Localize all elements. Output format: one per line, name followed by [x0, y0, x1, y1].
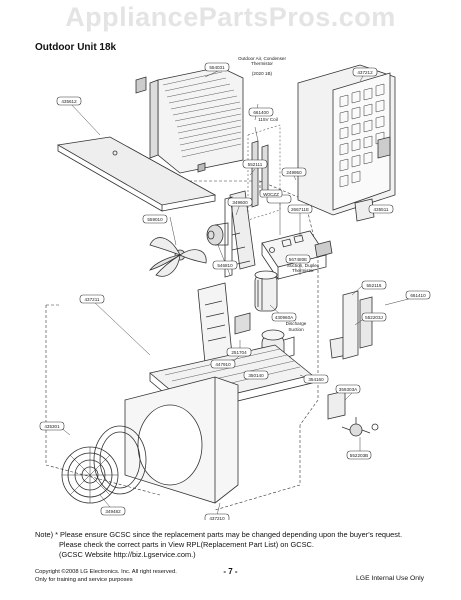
label-thermistor-1: Outdoor Air, Condenser [238, 56, 286, 61]
callout-546810: 546810 [217, 263, 233, 268]
service-valve [341, 417, 379, 437]
callout-430960a: 430960A [275, 315, 294, 320]
callout-552111: 552111 [248, 162, 263, 167]
label-thermistor-2: Thermistor [251, 61, 273, 66]
note-line-2: Please check the correct parts in View R… [59, 540, 314, 549]
label-coil: 115V Coil [258, 117, 278, 122]
footer-internal: LGE Internal Use Only [356, 575, 424, 582]
callout-359303a: 359303A [339, 387, 358, 392]
callout-437210: 437210 [209, 516, 225, 520]
callout-w0czz: W0CZZ [263, 192, 279, 197]
callout-554031: 554031 [209, 65, 225, 70]
label-suction-duplex: Suction, Duplex [287, 263, 320, 268]
orifice-ring [93, 425, 147, 495]
label-suction: Suction [288, 327, 304, 332]
footer-training: Only for training and service purposes [35, 577, 133, 583]
callout-251704: 251704 [231, 350, 247, 355]
top-cover [56, 136, 217, 212]
motor-bracket [224, 190, 256, 278]
callout-435511: 435511 [374, 207, 389, 212]
callout-435301: 435301 [44, 424, 60, 429]
fan-motor [206, 222, 229, 246]
callout-249950: 249950 [286, 170, 302, 175]
callout-552203b: 552203B [350, 453, 368, 458]
callout-661400: 661400 [253, 110, 269, 115]
callout-552116: 552116 [367, 283, 382, 288]
fan-blade [148, 237, 207, 277]
callout-567480e: 567480E [289, 257, 307, 262]
accumulator [254, 270, 278, 312]
fan-grille [61, 446, 119, 504]
partition-panel [197, 282, 251, 364]
callout-354160: 354160 [308, 377, 324, 382]
page-number: - 7 - [223, 567, 238, 576]
label-discharge: Discharge [286, 321, 307, 326]
callout-349600: 349600 [232, 200, 248, 205]
callout-435612: 435612 [61, 99, 77, 104]
footer-copyright: Copyright ©2008 LG Electronics. Inc. All… [35, 569, 177, 575]
note-line-1: Note) * Please ensure GCSC since the rep… [35, 530, 403, 539]
callout-661410: 661410 [410, 293, 426, 298]
callout-552203j: 552203J [365, 315, 383, 320]
front-panel [124, 376, 239, 504]
condenser-coil [149, 66, 244, 174]
footer-copyright-block: Copyright ©2008 LG Electronics. Inc. All… [35, 568, 177, 584]
callout-266711e: 266711E [291, 207, 309, 212]
callout-437211: 437211 [85, 297, 100, 302]
watermark: AppliancePartsPros.com [65, 2, 396, 32]
note-block: Note) * Please ensure GCSC since the rep… [35, 530, 455, 560]
callout-349482: 349482 [105, 509, 121, 514]
callout-559010: 559010 [147, 217, 163, 222]
callout-437212: 437212 [357, 70, 373, 75]
callout-350140: 350140 [248, 373, 264, 378]
note-line-3: (GCSC Website http://biz.Lgservice.com.) [59, 550, 196, 559]
reversing-valve [247, 124, 281, 221]
callout-447910: 447910 [215, 362, 231, 367]
exploded-view-diagram: 554031 437212 435612 661400 552111 24995… [39, 56, 431, 520]
rear-grille-panel [297, 64, 396, 216]
page-title: Outdoor Unit 18k [35, 42, 117, 53]
label-suction-thermistor: Thermistor [292, 268, 314, 273]
label-thermistor-3: (2020 1B) [252, 71, 273, 76]
